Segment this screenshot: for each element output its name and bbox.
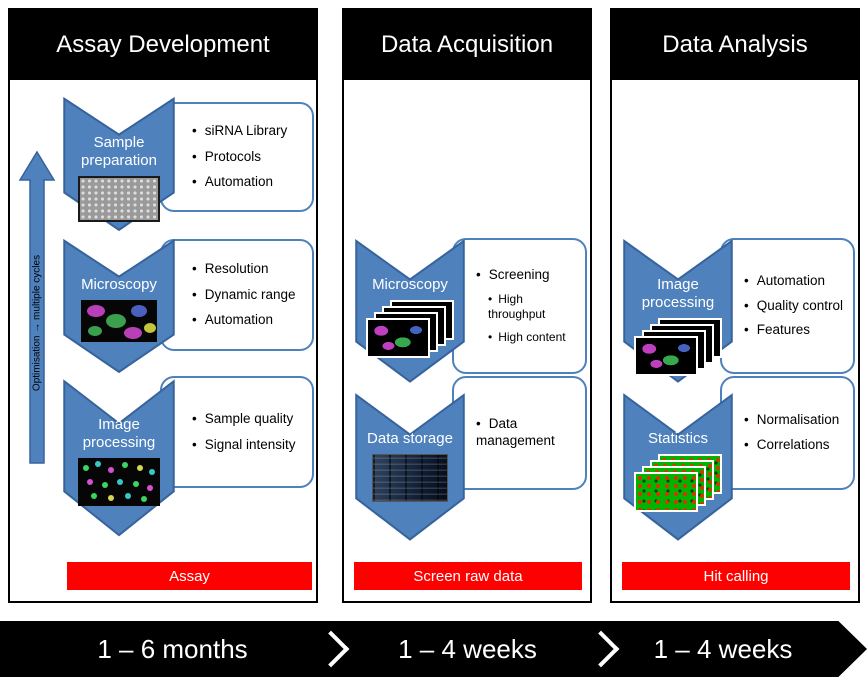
stage-label: Image processing bbox=[641, 276, 715, 311]
callout-statistics: Normalisation Correlations bbox=[720, 376, 855, 490]
result-label: Assay bbox=[169, 567, 210, 585]
bullet-item: High throughput bbox=[488, 292, 579, 322]
panel-header: Data Analysis bbox=[612, 10, 858, 80]
result-label: Hit calling bbox=[703, 567, 769, 585]
up-arrow-icon bbox=[18, 150, 56, 464]
bullet-item: Features bbox=[744, 322, 847, 339]
stack-frame bbox=[366, 318, 430, 358]
callout-sample-preparation: siRNA Library Protocols Automation bbox=[160, 102, 314, 212]
bullet-item: Automation bbox=[744, 273, 847, 290]
panel-body: Microscopy Data storage bbox=[344, 80, 590, 601]
stack-frame bbox=[634, 336, 698, 376]
bullet-item: Quality control bbox=[744, 298, 847, 315]
panel-title: Data Acquisition bbox=[380, 31, 554, 58]
stage-data-storage: Data storage bbox=[354, 392, 466, 544]
bullet-item: Correlations bbox=[744, 437, 847, 454]
image-stack bbox=[634, 318, 722, 376]
bullet-item: Normalisation bbox=[744, 412, 847, 429]
stage-statistics: Statistics bbox=[622, 392, 734, 544]
panel-data-analysis: Data Analysis Image processing bbox=[610, 8, 860, 603]
stage-label: Data storage bbox=[367, 430, 453, 447]
bullet-item: Screening bbox=[476, 267, 579, 284]
panel-title: Data Analysis bbox=[662, 31, 808, 58]
stage-microscopy: Microscopy bbox=[62, 238, 176, 376]
bullet-item: Dynamic range bbox=[192, 287, 306, 304]
bullet-item: Sample quality bbox=[192, 411, 306, 428]
bullet-item: Automation bbox=[192, 312, 306, 329]
panel-title: Assay Development bbox=[56, 31, 270, 58]
result-bar-screen-raw-data: Screen raw data bbox=[354, 562, 582, 590]
panel-header: Data Acquisition bbox=[344, 10, 590, 80]
stage-image-processing: Image processing bbox=[62, 378, 176, 540]
bullet-item: Signal intensity bbox=[192, 437, 306, 454]
panel-body: Optimisation → multiple cycles Sample pr… bbox=[10, 80, 316, 601]
heatmap-stack bbox=[634, 454, 722, 512]
result-label: Screen raw data bbox=[413, 567, 523, 585]
stage-label: Sample preparation bbox=[81, 134, 157, 169]
stage-sample-preparation: Sample preparation bbox=[62, 96, 176, 234]
stack-frame bbox=[634, 472, 698, 512]
cycle-arrow-label: Optimisation → multiple cycles bbox=[31, 255, 43, 392]
result-bar-hit-calling: Hit calling bbox=[622, 562, 850, 590]
bullet-item: Resolution bbox=[192, 261, 306, 278]
panel-header: Assay Development bbox=[10, 10, 316, 80]
microscopy-image bbox=[81, 300, 157, 342]
timeline-band: 1 – 6 months 1 – 4 weeks 1 – 4 weeks bbox=[0, 621, 867, 677]
stage-label: Image processing bbox=[82, 416, 156, 451]
cycle-arrow: Optimisation → multiple cycles bbox=[18, 150, 56, 465]
panel-body: Image processing Statistics bbox=[612, 80, 858, 601]
bullet-item: High content bbox=[488, 330, 579, 345]
processed-cells-image bbox=[78, 458, 160, 506]
callout-screening: Screening High throughput High content bbox=[452, 238, 587, 374]
stage-image-processing: Image processing bbox=[622, 238, 734, 386]
stage-label: Microscopy bbox=[372, 276, 448, 293]
timeline-label-data-acquisition: 1 – 4 weeks bbox=[398, 633, 537, 664]
callout-microscopy: Resolution Dynamic range Automation bbox=[160, 239, 314, 351]
panel-assay-development: Assay Development Optimisation → multipl… bbox=[8, 8, 318, 603]
stage-microscopy: Microscopy bbox=[354, 238, 466, 386]
timeline-label-data-analysis: 1 – 4 weeks bbox=[653, 633, 793, 664]
callout-image-processing: Sample quality Signal intensity bbox=[160, 376, 314, 488]
bullet-item: siRNA Library bbox=[192, 123, 306, 140]
stage-label: Microscopy bbox=[81, 276, 157, 293]
bullet-item: Data management bbox=[476, 416, 579, 450]
bullet-item: Automation bbox=[192, 174, 306, 191]
panel-data-acquisition: Data Acquisition Microscopy bbox=[342, 8, 592, 603]
microplate-image bbox=[78, 176, 160, 222]
callout-data-storage: Data management bbox=[452, 376, 587, 490]
server-image bbox=[372, 454, 448, 502]
callout-image-processing: Automation Quality control Features bbox=[720, 238, 855, 374]
image-stack bbox=[366, 300, 454, 358]
bullet-item: Protocols bbox=[192, 149, 306, 166]
timeline-label-assay-development: 1 – 6 months bbox=[97, 633, 248, 664]
stage-label: Statistics bbox=[647, 430, 708, 447]
result-bar-assay: Assay bbox=[67, 562, 312, 590]
